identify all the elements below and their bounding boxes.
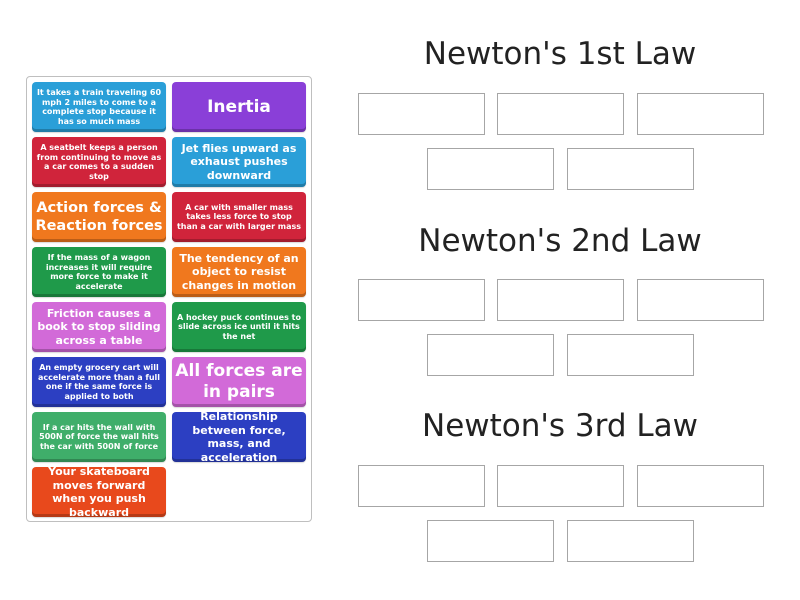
card-inertia-definition[interactable]: The tendency of an object to resist chan… — [172, 247, 306, 297]
card-label: Relationship between force, mass, and ac… — [192, 410, 286, 464]
drop-slot[interactable] — [567, 148, 694, 190]
card-inertia[interactable]: Inertia — [172, 82, 306, 132]
card-label: A seatbelt keeps a person from continuin… — [36, 143, 162, 181]
card-car-smaller-mass[interactable]: A car with smaller mass takes less force… — [172, 192, 306, 242]
card-label: It takes a train traveling 60 mph 2 mile… — [36, 88, 162, 126]
group-title-3rd-law: Newton's 3rd Law — [422, 408, 698, 444]
drop-slot[interactable] — [637, 465, 764, 507]
drop-slot[interactable] — [497, 279, 624, 321]
card-label: A hockey puck continues to slide across … — [177, 312, 301, 341]
drop-slot[interactable] — [567, 334, 694, 376]
card-label: All forces are in pairs — [175, 361, 303, 402]
card-label: Friction causes a book to stop sliding a… — [37, 306, 161, 347]
card-grocery-cart[interactable]: An empty grocery cart will accelerate mo… — [32, 357, 166, 407]
card-action-reaction[interactable]: Action forces & Reaction forces — [32, 192, 166, 242]
drop-slot[interactable] — [427, 520, 554, 562]
drop-slot[interactable] — [358, 279, 485, 321]
card-label: Your skateboard moves forward when you p… — [48, 465, 150, 519]
group-title-2nd-law: Newton's 2nd Law — [418, 223, 702, 259]
drop-slot[interactable] — [637, 279, 764, 321]
card-friction-book[interactable]: Friction causes a book to stop sliding a… — [32, 302, 166, 352]
card-label: If the mass of a wagon increases it will… — [45, 253, 153, 291]
drop-slot[interactable] — [358, 93, 485, 135]
card-hockey-puck[interactable]: A hockey puck continues to slide across … — [172, 302, 306, 352]
drop-slot[interactable] — [358, 465, 485, 507]
drop-slot[interactable] — [427, 334, 554, 376]
card-label: An empty grocery cart will accelerate mo… — [37, 363, 161, 401]
card-seatbelt[interactable]: A seatbelt keeps a person from continuin… — [32, 137, 166, 187]
card-label: A car with smaller mass takes less force… — [176, 202, 302, 231]
group-title-1st-law: Newton's 1st Law — [423, 36, 697, 72]
card-label: Inertia — [207, 96, 271, 117]
card-wagon-mass[interactable]: If the mass of a wagon increases it will… — [32, 247, 166, 297]
card-jet-exhaust[interactable]: Jet flies upward as exhaust pushes downw… — [172, 137, 306, 187]
drop-slot[interactable] — [637, 93, 764, 135]
drop-slot[interactable] — [497, 465, 624, 507]
card-skateboard[interactable]: Your skateboard moves forward when you p… — [32, 465, 166, 519]
card-train-mass[interactable]: It takes a train traveling 60 mph 2 mile… — [32, 82, 166, 132]
drop-slot[interactable] — [427, 148, 554, 190]
card-force-mass-acceleration[interactable]: Relationship between force, mass, and ac… — [172, 410, 306, 464]
drop-slot[interactable] — [497, 93, 624, 135]
card-forces-pairs[interactable]: All forces are in pairs — [172, 357, 306, 407]
drop-slot[interactable] — [567, 520, 694, 562]
card-label: Jet flies upward as exhaust pushes downw… — [181, 141, 297, 182]
card-label: If a car hits the wall with 500N of forc… — [39, 422, 159, 451]
card-label: The tendency of an object to resist chan… — [179, 251, 299, 292]
card-car-wall[interactable]: If a car hits the wall with 500N of forc… — [32, 412, 166, 462]
card-label: Action forces & Reaction forces — [35, 200, 163, 234]
